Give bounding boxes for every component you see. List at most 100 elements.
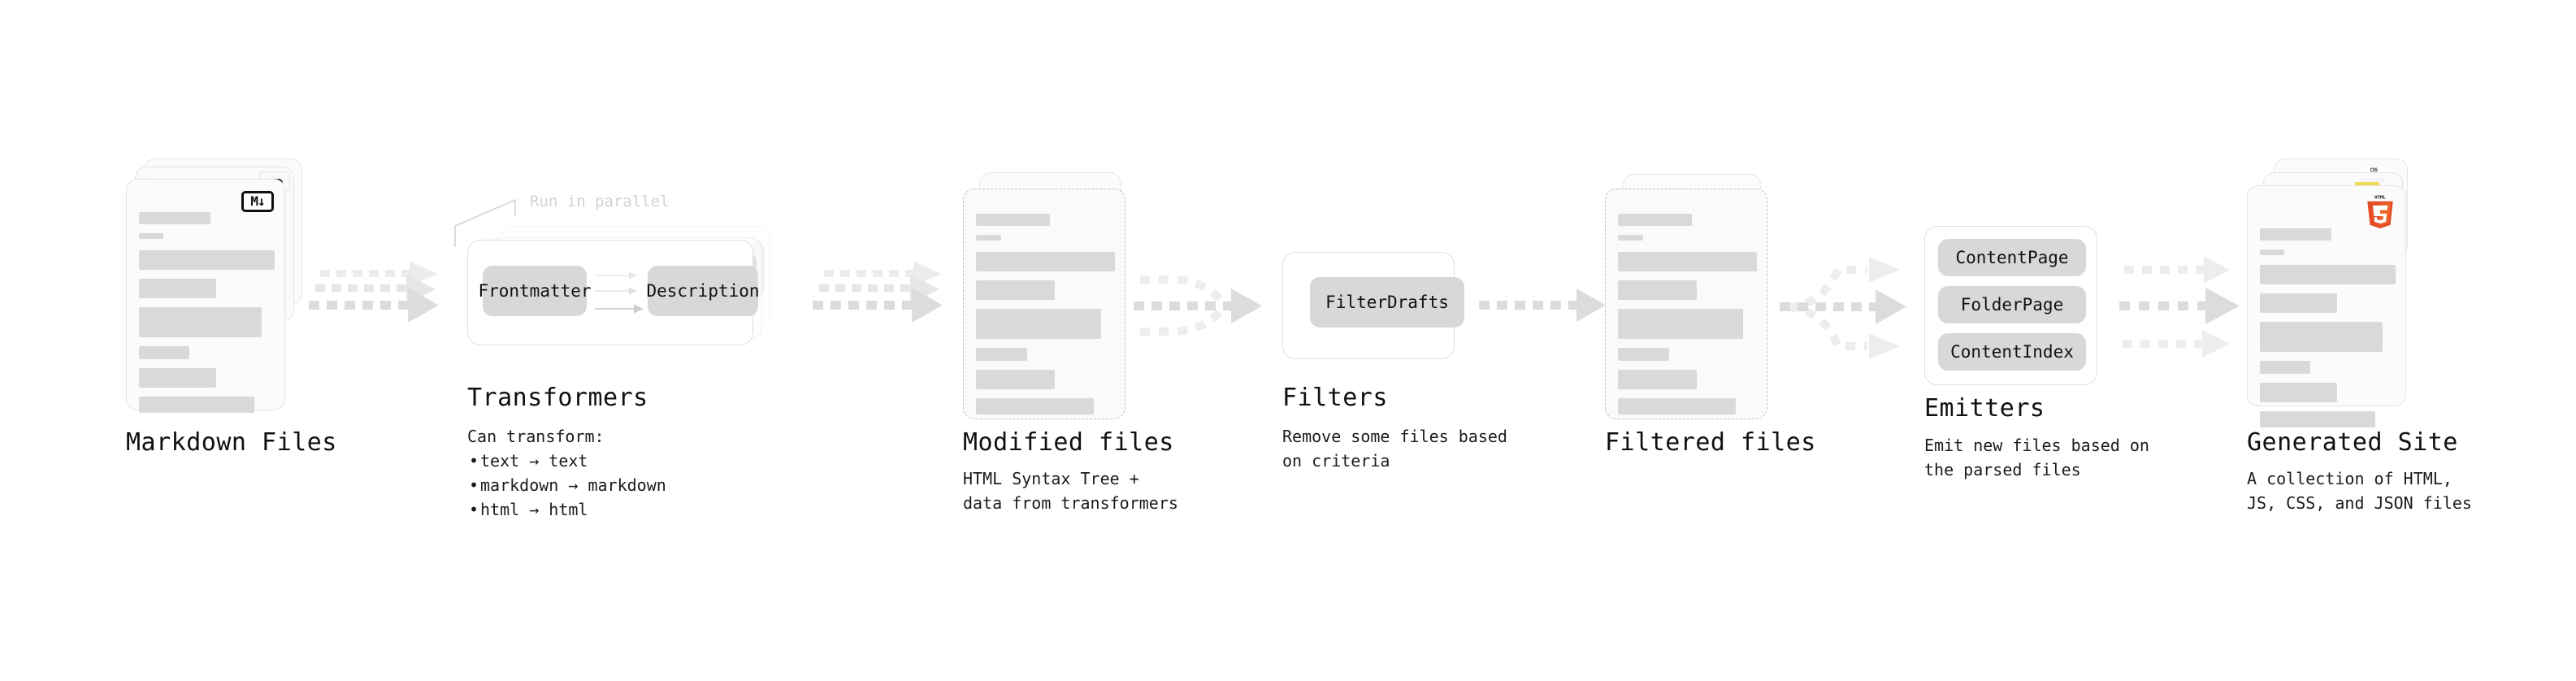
transformer-chip-description[interactable]: Description xyxy=(646,266,760,316)
svg-text:HTML: HTML xyxy=(2374,196,2386,201)
skeleton-line xyxy=(975,348,1028,361)
stage-markdown-files: M↓ M↓ M↓ Markdown Files xyxy=(0,0,341,681)
transform-bullet: html → html xyxy=(467,497,666,522)
transform-bullet-list: text → text markdown → markdown html → h… xyxy=(467,449,666,522)
desc-line: HTML Syntax Tree + xyxy=(963,469,1139,488)
skeleton-line xyxy=(975,280,1056,300)
skeleton-line xyxy=(138,250,275,270)
transformer-internal-arrows xyxy=(595,271,644,314)
skeleton-line xyxy=(2259,361,2310,374)
emitter-chip-contentpage[interactable]: ContentPage xyxy=(1938,239,2086,276)
desc-line: data from transformers xyxy=(963,493,1178,513)
emitters-box: ContentPage FolderPage ContentIndex xyxy=(1924,226,2097,385)
skeleton-line xyxy=(975,252,1116,271)
stage-title-transformers: Transformers xyxy=(467,384,648,412)
skeleton-line xyxy=(2259,265,2396,284)
desc-line: Emit new files based on xyxy=(1924,436,2149,455)
skeleton-line xyxy=(138,368,217,388)
skeleton-line xyxy=(975,370,1056,389)
chip-label: ContentPage xyxy=(1955,248,2069,267)
run-in-parallel-label: Run in parallel xyxy=(530,193,670,210)
skeleton-line xyxy=(2259,411,2376,427)
stage-title-modified-files: Modified files xyxy=(963,428,1174,457)
skeleton-line xyxy=(975,214,1050,226)
chip-label: FolderPage xyxy=(1960,295,2064,314)
skeleton-line xyxy=(1617,214,1692,226)
skeleton-line xyxy=(1617,252,1758,271)
skeleton-line xyxy=(138,233,163,239)
generated-site-card-html: HTML xyxy=(2247,185,2406,427)
skeleton-line xyxy=(138,346,189,359)
skeleton-line xyxy=(2259,293,2338,313)
transformer-chip-frontmatter[interactable]: Frontmatter xyxy=(478,266,592,316)
skeleton-line xyxy=(1617,280,1698,300)
doc-skeleton-lines xyxy=(975,214,1116,423)
skeleton-line xyxy=(2259,322,2383,352)
emitter-chip-contentindex[interactable]: ContentIndex xyxy=(1938,333,2086,371)
filters-box: FilterDrafts xyxy=(1282,252,1464,359)
stage-title-generated-site: Generated Site xyxy=(2247,428,2458,457)
transform-lead: Can transform: xyxy=(467,427,605,446)
stage-title-markdown-files: Markdown Files xyxy=(126,428,337,457)
connector-transformers-to-modified xyxy=(813,261,943,323)
connector-filters-to-filtered xyxy=(1479,288,1606,322)
skeleton-line xyxy=(1617,235,1643,241)
skeleton-line xyxy=(138,279,217,298)
desc-line: Remove some files based xyxy=(1282,427,1507,446)
markdown-file-card-front: M↓ xyxy=(126,179,285,413)
connector-emitters-to-site xyxy=(2119,256,2240,358)
stage-desc-generated-site: A collection of HTML, JS, CSS, and JSON … xyxy=(2247,466,2472,515)
html5-icon: HTML xyxy=(2365,194,2396,230)
filtered-file-card-front xyxy=(1605,189,1767,419)
connector-markdown-to-transformers xyxy=(309,261,439,323)
desc-line: the parsed files xyxy=(1924,460,2081,479)
skeleton-line xyxy=(975,398,1095,414)
stage-title-filtered-files: Filtered files xyxy=(1605,428,1816,457)
filtered-files-card-stack xyxy=(1605,174,1780,424)
markdown-files-card-stack: M↓ M↓ M↓ xyxy=(126,158,302,413)
markdown-badge: M↓ xyxy=(241,191,274,212)
chip-label: Description xyxy=(646,281,760,301)
chip-label: FilterDrafts xyxy=(1325,293,1449,312)
skeleton-line xyxy=(2259,228,2332,241)
transform-bullet: text → text xyxy=(467,449,666,473)
skeleton-line xyxy=(138,212,211,224)
transform-bullet: markdown → markdown xyxy=(467,473,666,497)
stage-title-emitters: Emitters xyxy=(1924,394,2045,423)
skeleton-line xyxy=(138,307,262,337)
chip-label: Frontmatter xyxy=(478,281,592,301)
skeleton-line xyxy=(1617,348,1670,361)
chip-label: ContentIndex xyxy=(1950,342,2074,362)
connector-filtered-to-emitters xyxy=(1780,257,1906,359)
skeleton-line xyxy=(1617,370,1698,389)
modified-files-card-stack xyxy=(963,172,1138,424)
run-in-parallel-bracket xyxy=(454,199,516,247)
emitter-chip-folderpage[interactable]: FolderPage xyxy=(1938,286,2086,323)
skeleton-line xyxy=(1617,309,1743,339)
skeleton-line xyxy=(975,235,1001,241)
doc-skeleton-lines xyxy=(2259,228,2396,436)
desc-line: on criteria xyxy=(1282,451,1390,471)
generated-site-card-stack: CSS HTML xyxy=(2247,158,2434,427)
stage-desc-transformers: Can transform: text → text markdown → ma… xyxy=(467,424,666,522)
filter-chip-filterdrafts[interactable]: FilterDrafts xyxy=(1310,277,1464,327)
stage-desc-modified-files: HTML Syntax Tree + data from transformer… xyxy=(963,466,1178,515)
skeleton-line xyxy=(1617,398,1737,414)
connector-modified-to-filters xyxy=(1134,275,1262,336)
desc-line: JS, CSS, and JSON files xyxy=(2247,493,2472,513)
modified-file-card-front xyxy=(963,189,1125,419)
skeleton-line xyxy=(975,309,1101,339)
skeleton-line xyxy=(2259,383,2338,402)
skeleton-line xyxy=(138,397,255,413)
doc-skeleton-lines xyxy=(1617,214,1758,423)
stage-title-filters: Filters xyxy=(1282,384,1388,412)
desc-line: A collection of HTML, xyxy=(2247,469,2452,488)
stage-desc-emitters: Emit new files based on the parsed files xyxy=(1924,433,2149,482)
